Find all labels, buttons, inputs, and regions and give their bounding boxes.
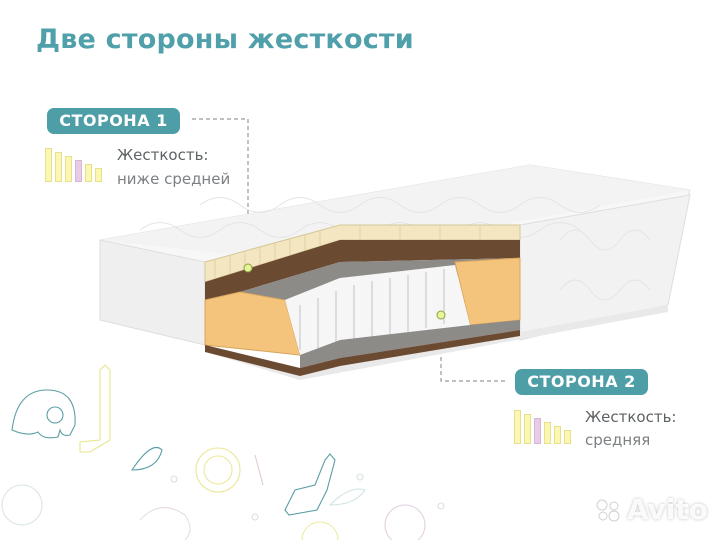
avito-logo-icon bbox=[596, 499, 620, 521]
side2-hardness-bars bbox=[514, 410, 571, 444]
avito-watermark: Avito bbox=[595, 493, 708, 526]
hardness-bar-highlight bbox=[534, 418, 541, 444]
side2-badge: СТОРОНА 2 bbox=[515, 369, 648, 395]
page-title: Две стороны жесткости bbox=[36, 24, 414, 55]
hardness-bar bbox=[95, 168, 102, 182]
giraffe-doodle-icon bbox=[284, 453, 336, 516]
hardness-bar-highlight bbox=[75, 160, 82, 182]
hardness-bar bbox=[45, 148, 52, 182]
hardness-bar bbox=[55, 152, 62, 182]
avito-wordmark: Avito bbox=[626, 493, 708, 526]
side1-hardness-label: Жесткость: bbox=[117, 146, 209, 164]
hardness-bar bbox=[524, 414, 531, 444]
side1-hardness-bars bbox=[45, 148, 102, 182]
giraffe-doodle-icon bbox=[79, 364, 111, 453]
hardness-bar bbox=[544, 422, 551, 444]
side1-badge: СТОРОНА 1 bbox=[47, 108, 180, 134]
hardness-bar bbox=[65, 156, 72, 182]
hardness-bar bbox=[85, 164, 92, 182]
hardness-bar bbox=[554, 426, 561, 444]
side2-hardness-label: Жесткость: bbox=[585, 408, 677, 426]
side2-hardness-value: средняя bbox=[585, 431, 651, 449]
elephant-doodle-icon bbox=[11, 389, 76, 439]
hardness-bar bbox=[564, 430, 571, 444]
hardness-bar bbox=[514, 410, 521, 444]
side1-hardness-value: ниже средней bbox=[117, 170, 231, 188]
